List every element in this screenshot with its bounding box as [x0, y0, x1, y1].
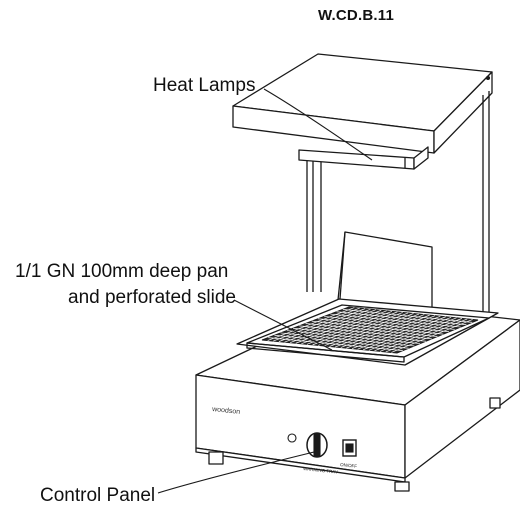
model-code: W.CD.B.11: [318, 7, 394, 24]
heat-lamps-leader: [263, 88, 373, 161]
pan-label-line1: 1/1 GN 100mm deep pan: [15, 261, 229, 282]
lamp-housing: [298, 146, 429, 170]
support-posts: [306, 91, 490, 318]
control-panel-label: Control Panel: [40, 485, 156, 506]
perforated-slide-back: [337, 231, 433, 311]
pan-leader: [233, 299, 333, 351]
control-panel-leader: [157, 451, 315, 494]
switch-label: ON/OFF: [340, 462, 358, 469]
pan-label-line2: and perforated slide: [68, 287, 236, 308]
brand-logo-text: woodson: [211, 406, 241, 416]
dial-label: WARMING TRAY: [303, 466, 338, 475]
indicator-light: [287, 433, 297, 443]
heat-lamp-hood: [232, 53, 493, 154]
control-knob[interactable]: [306, 432, 328, 458]
heat-lamps-label: Heat Lamps: [153, 75, 256, 96]
on-off-switch[interactable]: [342, 439, 357, 457]
